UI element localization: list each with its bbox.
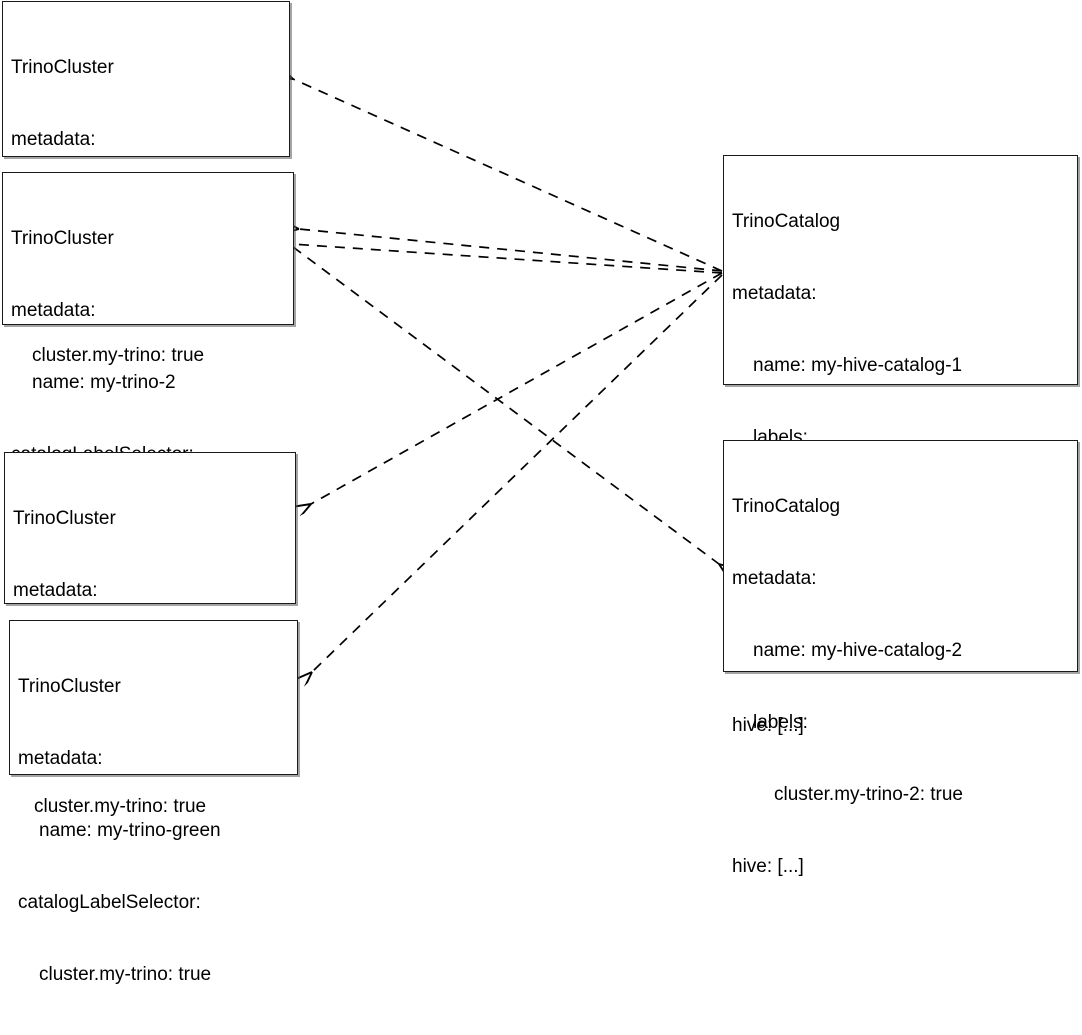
metadata-name-value: name: my-hive-catalog-1 xyxy=(753,355,963,376)
node-kind-label: TrinoCatalog xyxy=(732,496,841,517)
metadata-name-value: name: my-hive-catalog-2 xyxy=(753,640,963,661)
label-entry: cluster.my-trino-2: true xyxy=(774,784,963,805)
node-trinocluster-my-trino-blue[interactable]: TrinoCluster metadata: name: my-trino-bl… xyxy=(4,452,296,817)
edge-catalog1-cluster4 xyxy=(312,274,723,672)
node-body: TrinoCluster metadata: name: my-trino-gr… xyxy=(10,621,297,1035)
connector-spec: hive: [...] xyxy=(732,856,804,877)
metadata-name-value: name: my-trino-green xyxy=(39,820,221,841)
metadata-key: metadata: xyxy=(11,129,96,150)
node-trinocluster-my-trino-2[interactable]: TrinoCluster metadata: name: my-trino-2 … xyxy=(2,172,294,537)
node-kind-label: TrinoCluster xyxy=(18,676,121,697)
node-trinocatalog-my-hive-catalog-1[interactable]: TrinoCatalog metadata: name: my-hive-cat… xyxy=(723,155,1078,736)
edge-catalog1-cluster3 xyxy=(311,272,723,504)
node-kind-label: TrinoCluster xyxy=(13,508,116,529)
node-trinocluster-my-trino-green[interactable]: TrinoCluster metadata: name: my-trino-gr… xyxy=(9,620,298,985)
node-kind-label: TrinoCluster xyxy=(11,57,114,78)
connector-spec: hive: [...] xyxy=(732,715,804,736)
catalog-label-selector-key: catalogLabelSelector: xyxy=(18,892,201,913)
metadata-key: metadata: xyxy=(732,568,817,589)
edge-catalog2-cluster2 xyxy=(291,244,723,274)
node-kind-label: TrinoCatalog xyxy=(732,211,841,232)
node-trinocatalog-my-hive-catalog-2[interactable]: TrinoCatalog metadata: name: my-hive-cat… xyxy=(723,440,1078,877)
catalog-label-selector-value: cluster.my-trino: true xyxy=(39,964,212,985)
metadata-key: metadata: xyxy=(11,300,96,321)
catalog-label-selector-value: cluster.my-trino: true xyxy=(32,345,205,366)
labels-key: labels: xyxy=(753,712,808,733)
node-kind-label: TrinoCluster xyxy=(11,228,114,249)
edge-catalog1-cluster1 xyxy=(293,79,723,272)
metadata-key: metadata: xyxy=(18,748,103,769)
node-trinocluster-my-trino[interactable]: TrinoCluster metadata: name: my-trino ca… xyxy=(2,1,290,366)
edge-catalog1-cluster2 xyxy=(299,229,723,272)
node-body: TrinoCatalog metadata: name: my-hive-cat… xyxy=(724,441,1077,927)
metadata-key: metadata: xyxy=(13,580,98,601)
diagram-canvas: TrinoCluster metadata: name: my-trino ca… xyxy=(2,1,1078,985)
metadata-name-value: name: my-trino-2 xyxy=(32,372,176,393)
metadata-key: metadata: xyxy=(732,283,817,304)
edge-cluster2-catalog2 xyxy=(292,246,719,564)
